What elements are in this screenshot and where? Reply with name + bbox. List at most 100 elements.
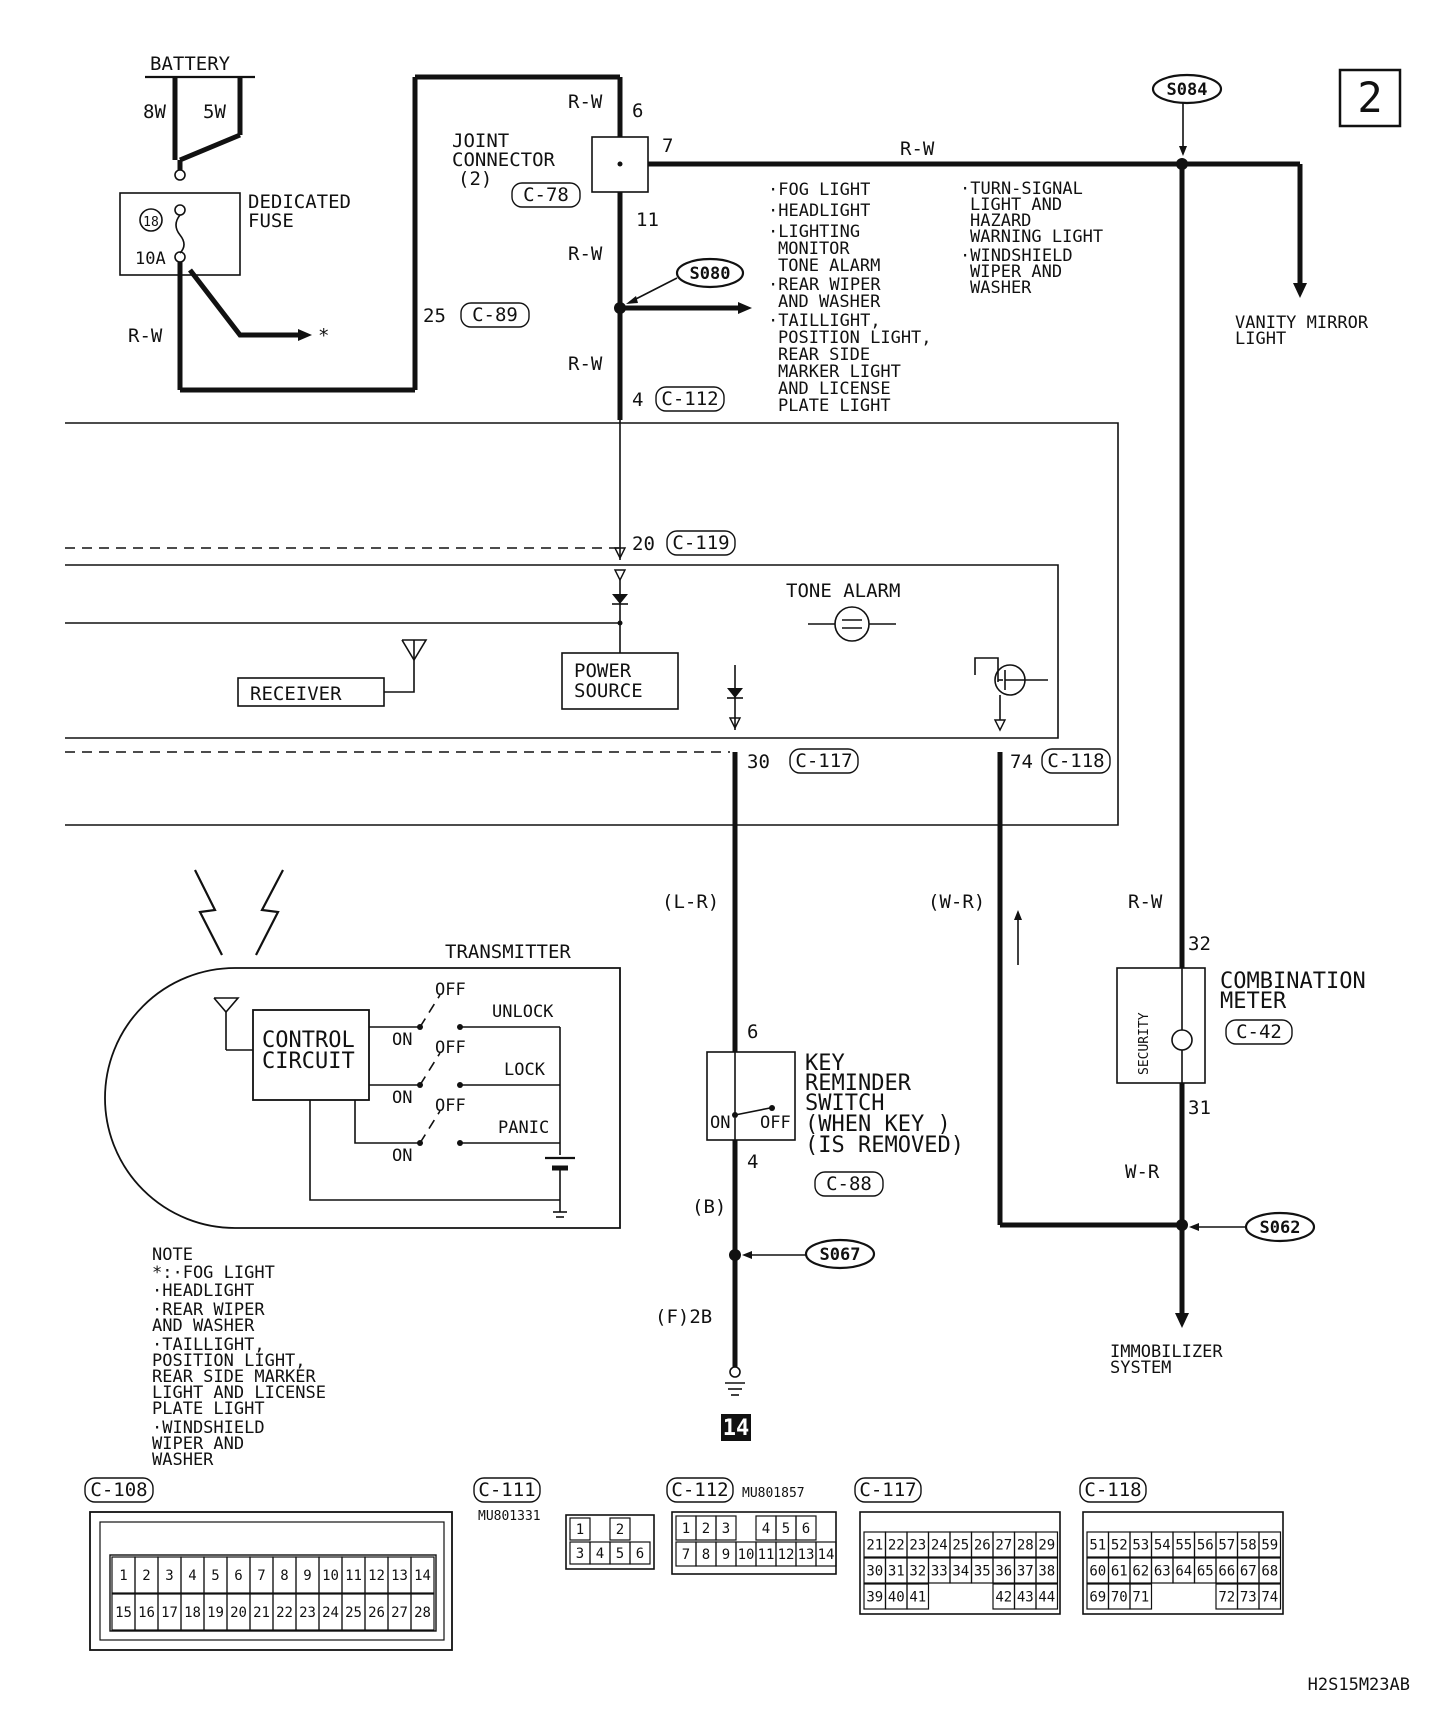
s084-label: S084 [1167, 80, 1208, 100]
tone-alarm-label: TONE ALARM [786, 580, 900, 602]
pin-number: 72 [1218, 1590, 1235, 1606]
star-marker: * [318, 325, 329, 347]
pin-number: 73 [1240, 1590, 1257, 1606]
pin-number: 11 [758, 1547, 775, 1563]
c112-code: C-112 [661, 388, 718, 410]
power-source-2: SOURCE [574, 680, 643, 702]
immobilizer-output: IMMOBILIZER SYSTEM [1110, 1219, 1223, 1378]
pin-number: 14 [414, 1568, 431, 1584]
pin-number: 1 [119, 1568, 127, 1584]
receiver-label: RECEIVER [250, 683, 342, 705]
pin-number: 20 [230, 1605, 247, 1621]
on-3: ON [392, 1146, 412, 1166]
pin-number: 64 [1175, 1564, 1192, 1580]
wire-rw-top: R-W [900, 138, 935, 160]
pin-number: 9 [722, 1547, 730, 1563]
pin-number: 14 [818, 1547, 835, 1563]
pin-number: 13 [798, 1547, 815, 1563]
pin-cell [1258, 1583, 1282, 1610]
meter-pin-top: 32 [1188, 933, 1211, 955]
immo-1: IMMOBILIZER [1110, 1342, 1223, 1362]
pin-number: 10 [738, 1547, 755, 1563]
note-2: ·HEADLIGHT [152, 1281, 254, 1301]
note-12: WASHER [152, 1450, 214, 1470]
pin-number: 56 [1197, 1538, 1214, 1554]
pin-cell [906, 1583, 930, 1610]
pin-number: 71 [1132, 1590, 1149, 1606]
combination-meter: R-W 32 SECURITY 31 COMBINATION METER C-4… [1116, 891, 1366, 1183]
note-5: ·TAILLIGHT, [152, 1335, 265, 1355]
rw-wire-center: R-W R-W 4 C-112 [568, 192, 752, 420]
s080-d5: TONE ALARM [778, 256, 880, 276]
pin-number: 68 [1261, 1564, 1278, 1580]
pin-number: 33 [931, 1564, 948, 1580]
vanity-1: VANITY MIRROR [1235, 313, 1369, 333]
fuse-label-2: FUSE [248, 210, 294, 232]
pin-number: 5 [616, 1546, 624, 1562]
pin-cell [715, 1515, 737, 1541]
c112v-part: MU801857 [742, 1486, 805, 1501]
note-11: WIPER AND [152, 1434, 244, 1454]
meter-l1: COMBINATION [1220, 969, 1366, 994]
jc-label-3: (2) [458, 168, 492, 190]
key-pin-top: 6 [747, 1021, 758, 1043]
pin-number: 22 [276, 1605, 293, 1621]
page-number: 2 [1357, 73, 1382, 122]
pin-cell [815, 1541, 837, 1567]
pin-cell [569, 1517, 591, 1541]
pin-number: 17 [161, 1605, 178, 1621]
pin-number: 62 [1132, 1564, 1149, 1580]
pin-number: 22 [888, 1538, 905, 1554]
wire-wr: W-R [1125, 1161, 1160, 1183]
s080-d2: ·HEADLIGHT [768, 201, 870, 221]
pin-number: 65 [1197, 1564, 1214, 1580]
pin-cell [1129, 1583, 1153, 1610]
pin-number: 53 [1132, 1538, 1149, 1554]
pin-number: 4 [596, 1546, 604, 1562]
battery-label: BATTERY [150, 53, 231, 75]
wire-wr-paren: (W-R) [928, 891, 985, 913]
pin-number: 11 [345, 1568, 362, 1584]
pin-number: 5 [782, 1521, 790, 1537]
unlock-label: UNLOCK [492, 1002, 554, 1022]
transmitter: TRANSMITTER CONTROL CIRCUIT OFF ON UNLOC… [104, 869, 621, 1229]
pin-number: 23 [909, 1538, 926, 1554]
pin-number: 4 [188, 1568, 196, 1584]
ground-number: 14 [723, 1416, 750, 1441]
pin-cell [410, 1593, 435, 1631]
dedicated-fuse: 18 10A DEDICATED FUSE [119, 169, 351, 276]
pin-number: 26 [368, 1605, 385, 1621]
note-9: PLATE LIGHT [152, 1399, 265, 1419]
pin-number: 1 [682, 1521, 690, 1537]
pin-number: 37 [1017, 1564, 1034, 1580]
c117v-code: C-117 [859, 1479, 916, 1501]
pin-number: 9 [303, 1568, 311, 1584]
pin-number: 29 [1038, 1538, 1055, 1554]
note-7: REAR SIDE MARKER [152, 1367, 317, 1387]
pin-number: 5 [211, 1568, 219, 1584]
wr-wire: 74 C-118 (W-R) [928, 748, 1182, 1228]
pin-number: 55 [1175, 1538, 1192, 1554]
c89-code: C-89 [472, 304, 518, 326]
pin-number: 19 [207, 1605, 224, 1621]
pin-number: 32 [909, 1564, 926, 1580]
note-8: LIGHT AND LICENSE [152, 1383, 326, 1403]
s080-destinations: ·FOG LIGHT ·HEADLIGHT ·LIGHTING MONITOR … [768, 179, 1103, 416]
pin-cell [795, 1515, 817, 1541]
s080-d7: AND WASHER [778, 292, 881, 312]
c117-code: C-117 [795, 750, 852, 772]
s080-d13: PLATE LIGHT [778, 396, 891, 416]
fuse-label-1: DEDICATED [248, 191, 351, 213]
meter-l2: METER [1220, 989, 1287, 1014]
pin-number: 6 [234, 1568, 242, 1584]
on-2: ON [392, 1088, 412, 1108]
transmitter-label: TRANSMITTER [445, 941, 571, 963]
s080-label: S080 [690, 264, 731, 284]
pin-cell [629, 1541, 651, 1565]
s062-label: S062 [1260, 1218, 1301, 1238]
splice-s084: S084 [1151, 73, 1223, 156]
pin-cell [1035, 1531, 1059, 1558]
pin-number: 42 [995, 1590, 1012, 1606]
